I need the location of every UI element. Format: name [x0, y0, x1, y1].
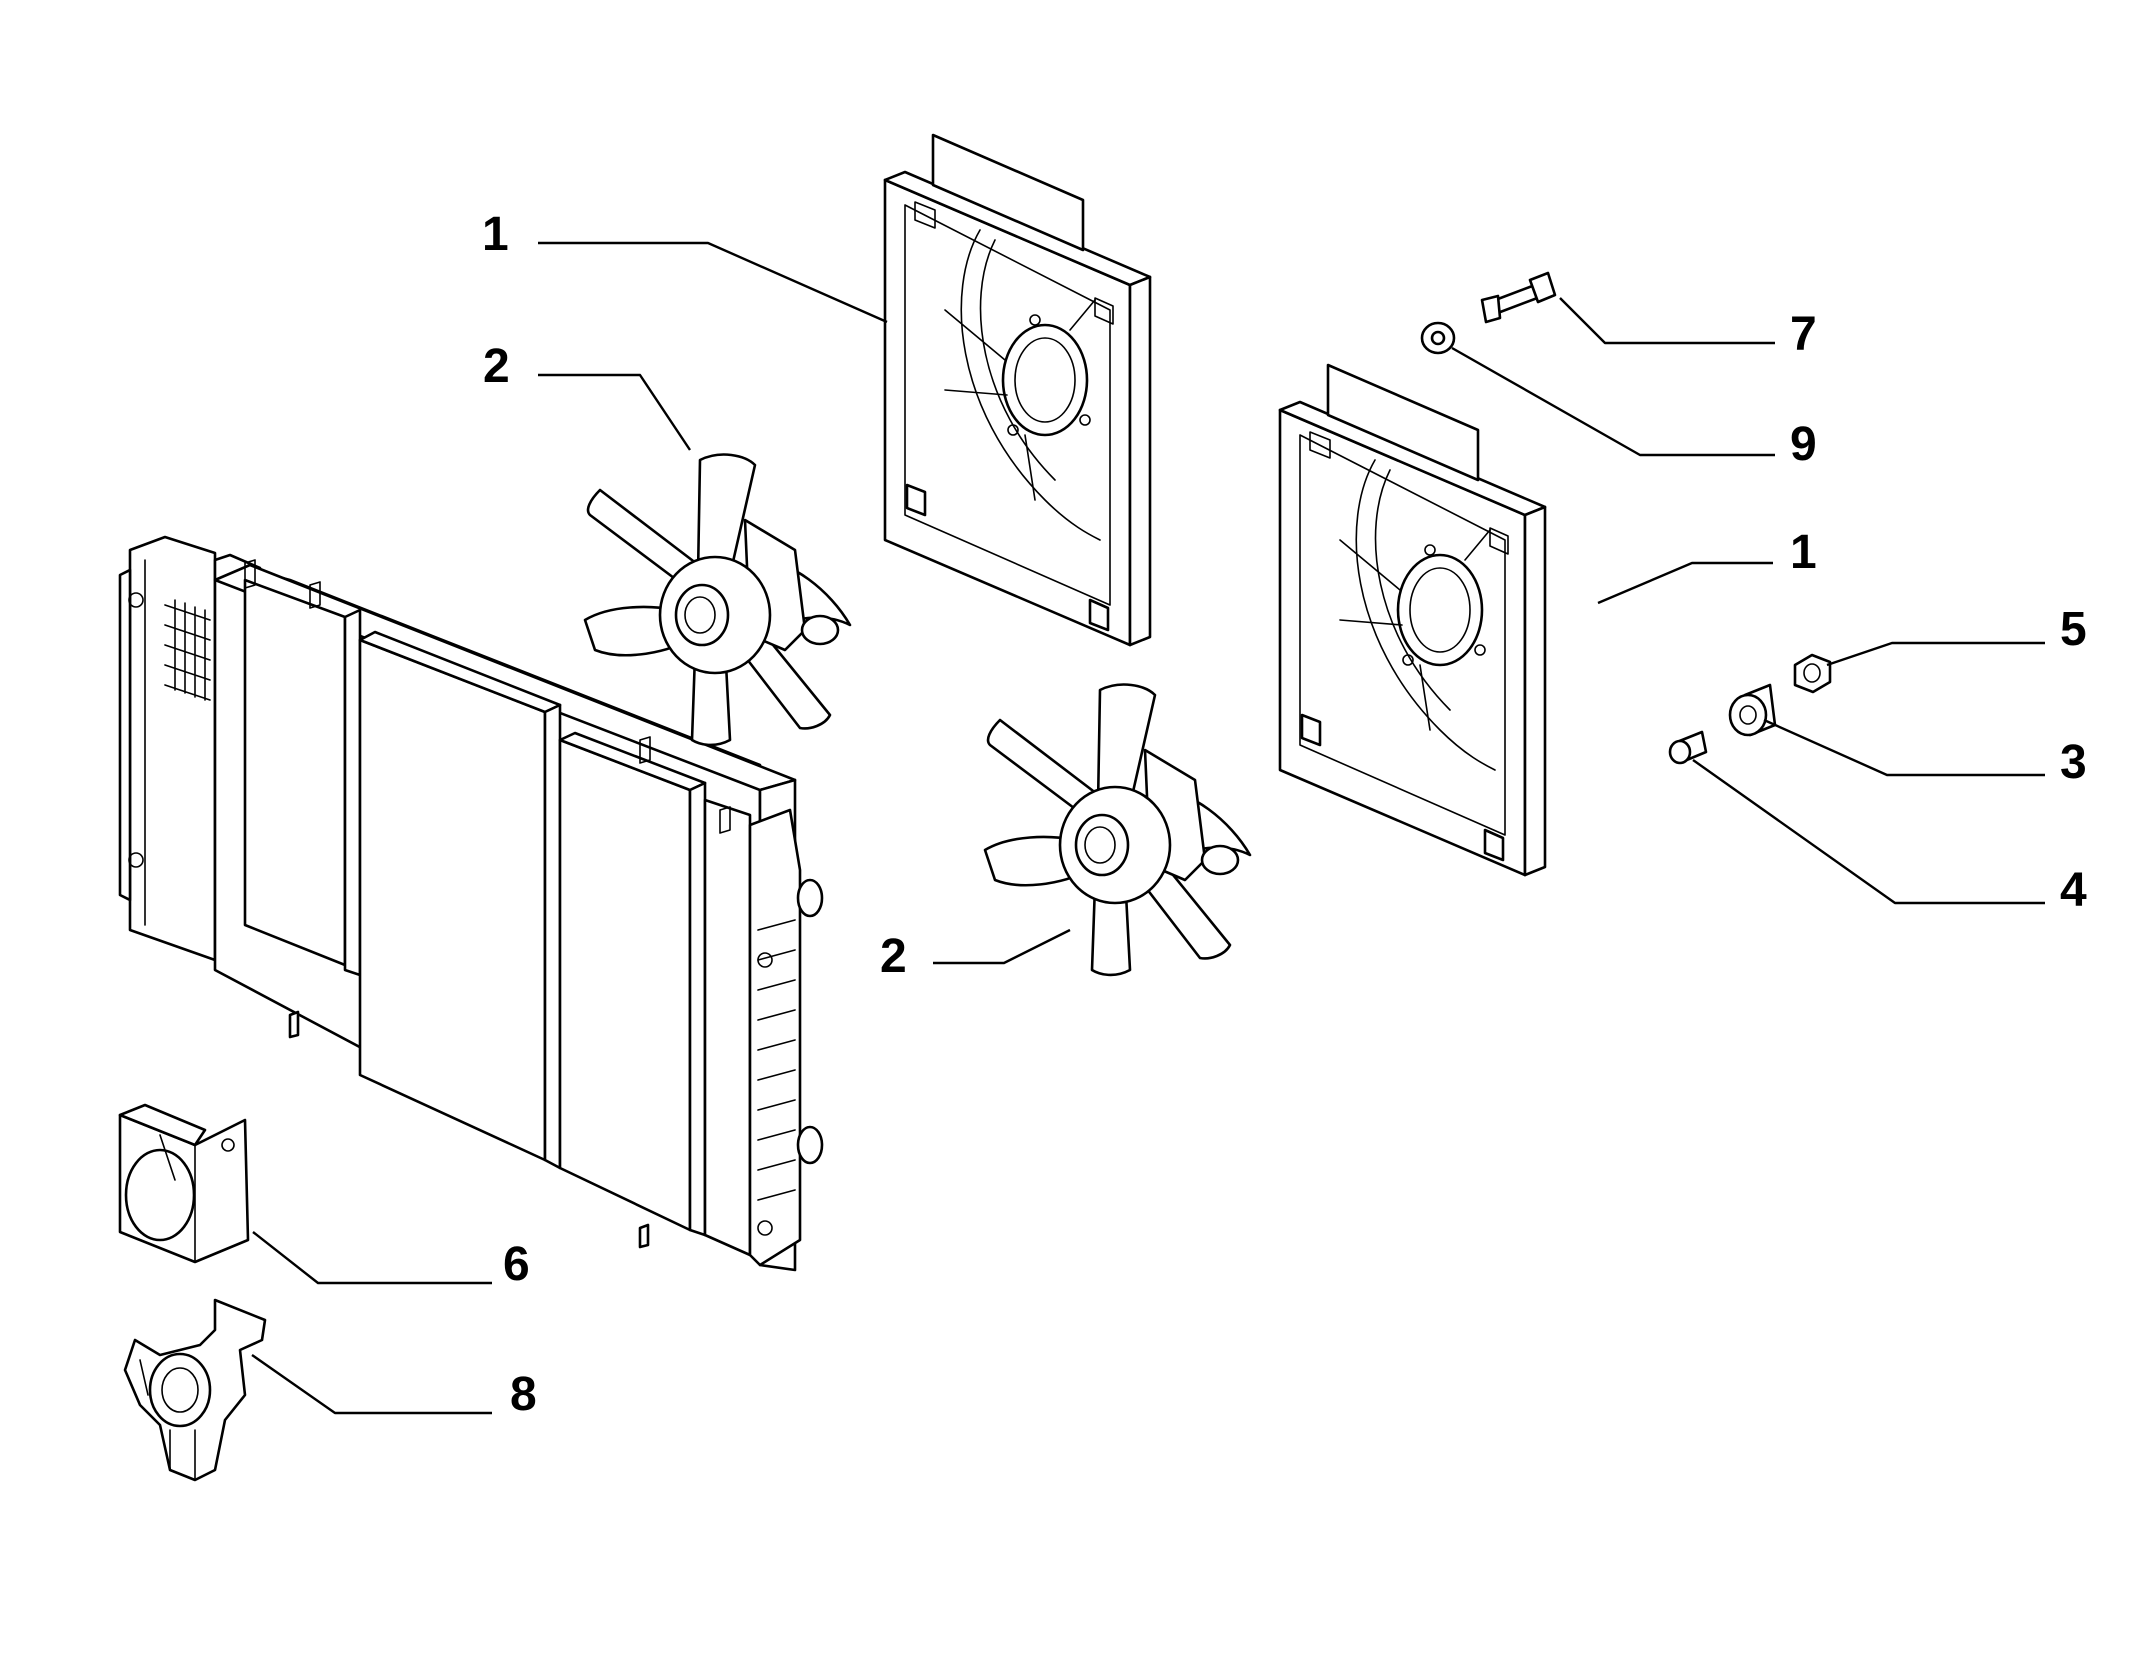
washer-icon — [1420, 321, 1456, 355]
callout-6: 6 — [503, 1238, 530, 1291]
callout-1-upper: 1 — [482, 208, 509, 261]
callout-7: 7 — [1790, 308, 1817, 361]
callout-4: 4 — [2060, 864, 2087, 917]
callout-3: 3 — [2060, 736, 2087, 789]
rubber-mount-icon — [1728, 683, 1777, 737]
radiator-bracket-icon — [118, 1103, 250, 1264]
callout-5: 5 — [2060, 603, 2087, 656]
radiator — [118, 535, 824, 1272]
leader-lines — [251, 241, 2045, 1415]
fan-shroud-upper — [883, 133, 1152, 647]
callout-labels: 1 2 7 9 1 5 3 4 2 6 8 — [482, 208, 2087, 1421]
nut-icon — [1793, 653, 1832, 694]
callout-2-upper: 2 — [483, 340, 510, 393]
fan-shroud-lower — [1278, 363, 1547, 877]
electric-fan-upper — [583, 453, 852, 747]
spacer-bushing-icon — [1668, 730, 1708, 765]
callout-2-lower: 2 — [880, 930, 907, 983]
bolt-icon — [1480, 271, 1557, 324]
mounting-clip-icon — [123, 1298, 267, 1482]
callout-1-lower: 1 — [1790, 526, 1817, 579]
electric-fan-lower — [983, 683, 1252, 977]
callout-9: 9 — [1790, 418, 1817, 471]
callout-8: 8 — [510, 1368, 537, 1421]
